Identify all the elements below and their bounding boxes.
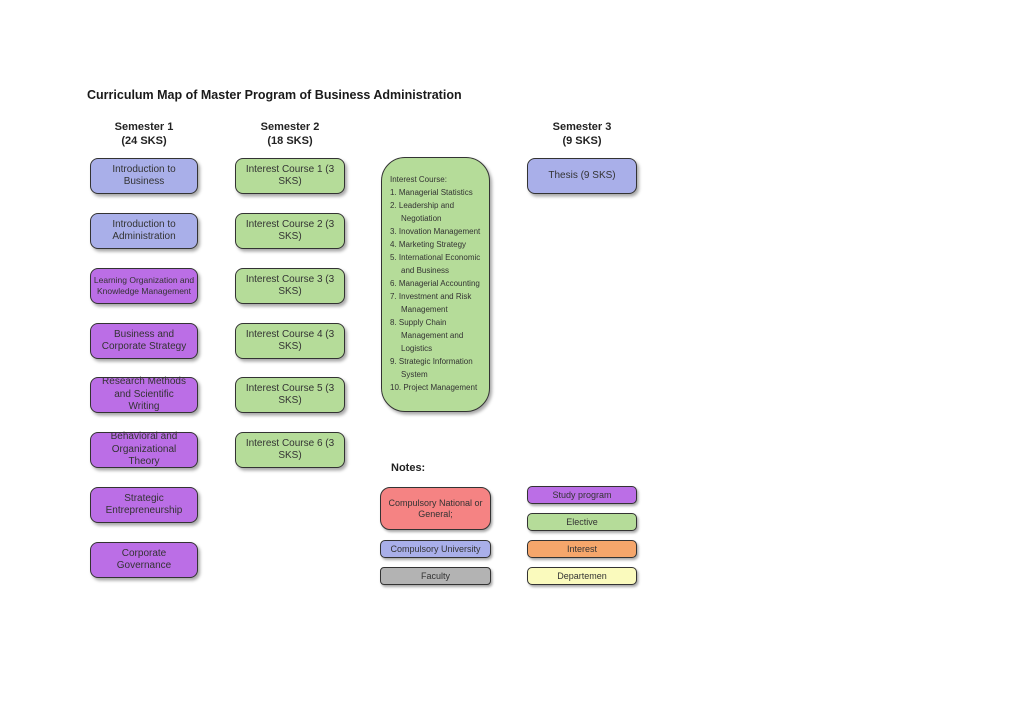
course-label: Interest Course 3 (3 SKS) [245, 273, 335, 298]
page-title: Curriculum Map of Master Program of Busi… [87, 88, 462, 102]
course-label: Thesis (9 SKS) [548, 169, 616, 181]
course-label: Interest Course 5 (3 SKS) [245, 382, 335, 407]
course-label: Interest Course 6 (3 SKS) [245, 437, 335, 462]
legend-label: Departemen [557, 570, 607, 581]
course-box-interest-course-4: Interest Course 4 (3 SKS) [235, 323, 345, 359]
semester2-header: Semester 2 (18 SKS) [235, 120, 345, 148]
course-label: Research Methods and Scientific Writing [102, 376, 186, 413]
legend-label: Compulsory University [390, 543, 481, 554]
legend-departemen: Departemen [527, 567, 637, 585]
interest-course-list-box: Interest Course: 1. Managerial Statistic… [381, 157, 490, 412]
semester3-header-label: Semester 3 [552, 121, 612, 133]
course-box-corporate-governance: Corporate Governance [90, 542, 198, 578]
course-box-strategic-entrepreneurship: Strategic Entrepreneurship [90, 487, 198, 523]
interest-course-item: 9. Strategic Information System [390, 357, 473, 379]
interest-course-item: 7. Investment and Risk Management [390, 292, 472, 314]
course-label: Business and Corporate Strategy [101, 328, 187, 353]
interest-course-item: 2. Leadership and Negotiation [390, 201, 455, 223]
interest-course-item: 3. Inovation Management [390, 227, 481, 236]
legend-label: Elective [566, 516, 598, 527]
semester3-header: Semester 3 (9 SKS) [527, 120, 637, 148]
course-box-interest-course-6: Interest Course 6 (3 SKS) [235, 432, 345, 468]
course-label: Strategic Entrepreneurship [105, 492, 183, 517]
course-label: Learning Organization and Knowledge Mana… [93, 274, 195, 297]
course-box-introduction-to-business: Introduction to Business [90, 158, 198, 194]
legend-study-program: Study program [527, 486, 637, 504]
course-box-interest-course-5: Interest Course 5 (3 SKS) [235, 377, 345, 413]
legend-faculty: Faculty [380, 567, 491, 585]
notes-heading: Notes: [391, 462, 426, 474]
course-box-interest-course-2: Interest Course 2 (3 SKS) [235, 213, 345, 249]
interest-course-list-heading: Interest Course: [390, 175, 447, 184]
interest-course-item: 10. Project Management [390, 383, 478, 392]
course-box-thesis: Thesis (9 SKS) [527, 158, 637, 194]
semester2-header-sks: (18 SKS) [267, 135, 313, 147]
semester1-header-label: Semester 1 [114, 121, 174, 133]
interest-course-item: 4. Marketing Strategy [390, 240, 467, 249]
course-label: Interest Course 1 (3 SKS) [245, 163, 335, 188]
legend-compulsory-national: Compulsory National or General; [380, 487, 491, 530]
semester3-header-sks: (9 SKS) [562, 135, 602, 147]
course-box-behavioral-organizational-theory: Behavioral and Organizational Theory [90, 431, 198, 468]
course-box-learning-organization: Learning Organization and Knowledge Mana… [90, 268, 198, 304]
semester2-header-label: Semester 2 [260, 121, 320, 133]
course-box-research-methods: Research Methods and Scientific Writing [90, 376, 198, 413]
semester1-header-sks: (24 SKS) [121, 135, 167, 147]
course-label: Corporate Governance [116, 547, 172, 572]
legend-interest: Interest [527, 540, 637, 558]
interest-course-item: 8. Supply Chain Management and Logistics [390, 318, 464, 353]
interest-course-item: 1. Managerial Statistics [390, 188, 473, 197]
legend-elective: Elective [527, 513, 637, 531]
legend-label: Study program [552, 489, 612, 500]
course-label: Behavioral and Organizational Theory [110, 431, 178, 468]
course-box-business-corporate-strategy: Business and Corporate Strategy [90, 323, 198, 359]
legend-label: Faculty [420, 570, 450, 581]
interest-course-item: 6. Managerial Accounting [390, 279, 480, 288]
interest-course-item: 5. International Economic and Business [390, 253, 481, 275]
course-box-interest-course-3: Interest Course 3 (3 SKS) [235, 268, 345, 304]
course-label: Introduction to Business [112, 163, 176, 188]
course-box-introduction-to-administration: Introduction to Administration [90, 213, 198, 249]
course-box-interest-course-1: Interest Course 1 (3 SKS) [235, 158, 345, 194]
legend-label: Interest [566, 543, 597, 554]
course-label: Interest Course 4 (3 SKS) [245, 328, 335, 353]
semester1-header: Semester 1 (24 SKS) [89, 120, 199, 148]
legend-compulsory-university: Compulsory University [380, 540, 491, 558]
course-label: Introduction to Administration [112, 218, 176, 243]
course-label: Interest Course 2 (3 SKS) [245, 218, 335, 243]
legend-label: Compulsory National or General; [388, 497, 483, 519]
